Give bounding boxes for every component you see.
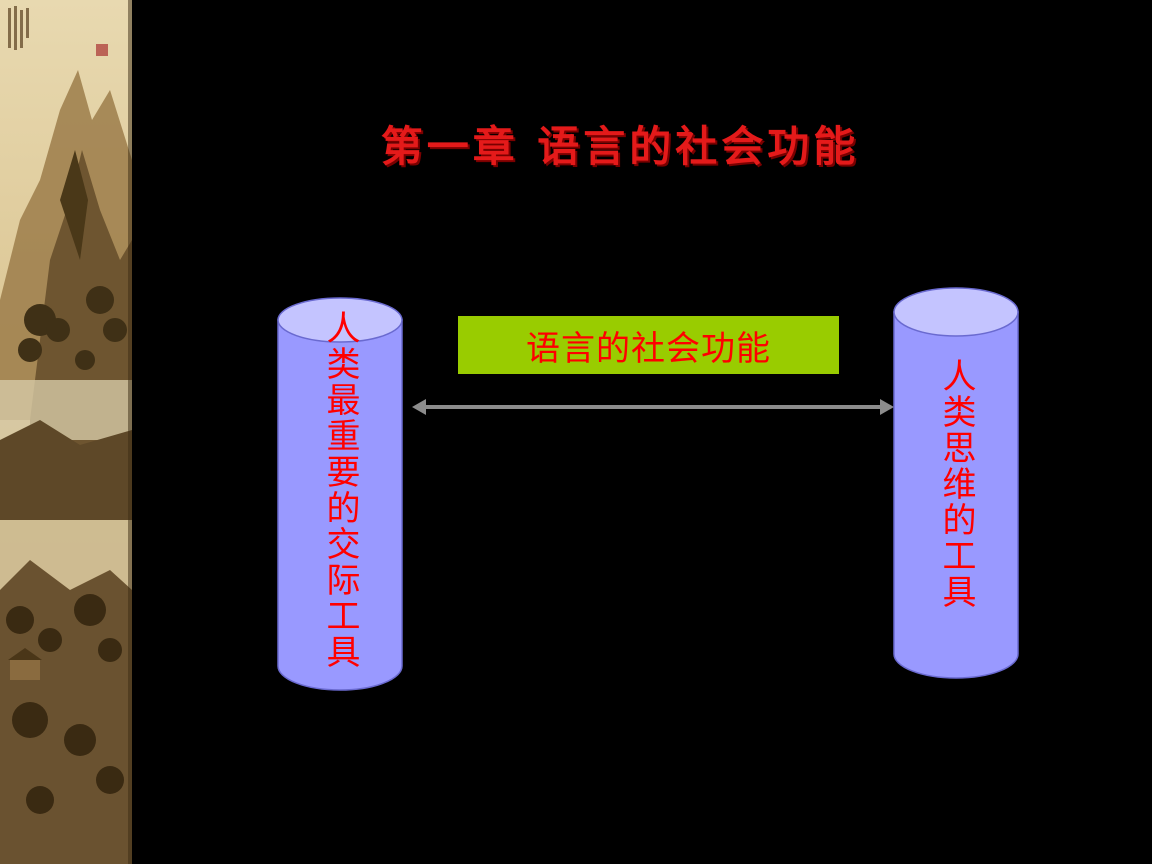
double-arrow-icon (412, 399, 894, 415)
left-cylinder-text: 人类最重要的交际工具 (320, 310, 360, 670)
center-label: 语言的社会功能 (526, 328, 771, 369)
right-cylinder: 人类思维的工具 (892, 286, 1020, 682)
left-cylinder: 人类最重要的交际工具 (276, 296, 404, 692)
slide-title: 第一章 语言的社会功能 (380, 122, 860, 171)
right-cylinder-text: 人类思维的工具 (936, 358, 976, 610)
center-label-box: 语言的社会功能 (458, 316, 839, 374)
landscape-painting-icon (0, 0, 132, 864)
